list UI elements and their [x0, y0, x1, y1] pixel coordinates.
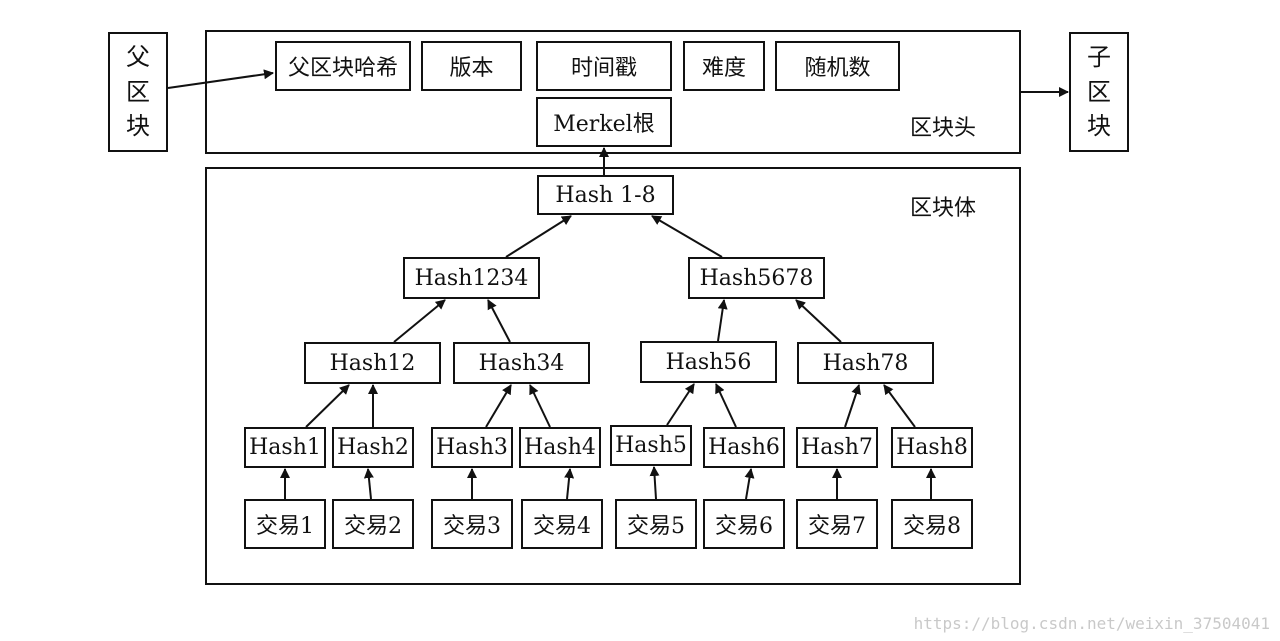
- parent-block-char: 块: [126, 112, 150, 141]
- hash-leaf: Hash3: [431, 427, 513, 468]
- block-header-frame: [205, 30, 1021, 154]
- timestamp-field: 时间戳: [536, 41, 672, 91]
- arrow: [717, 299, 728, 342]
- version-field: 版本: [421, 41, 522, 91]
- hash-leaf: Hash4: [519, 427, 601, 468]
- hash-leaf: Hash6: [703, 427, 785, 468]
- block-body-frame: [205, 167, 1021, 585]
- block-body-label: 区块体: [910, 196, 977, 221]
- hash-node-level3: Hash34: [453, 342, 590, 384]
- arrow: [795, 299, 842, 343]
- arrow: [715, 383, 737, 428]
- arrow: [649, 466, 660, 500]
- arrow: [744, 468, 755, 500]
- hash-leaf: Hash2: [332, 427, 414, 468]
- merkle-root-field: Merkel根: [536, 97, 672, 147]
- hash-node-level3: Hash12: [304, 342, 441, 384]
- arrow: [666, 383, 695, 426]
- arrow: [529, 384, 551, 428]
- hash-leaf: Hash5: [610, 425, 692, 466]
- arrow: [393, 299, 446, 343]
- hash-node-level3: Hash56: [640, 341, 777, 383]
- transaction: 交易5: [615, 499, 697, 549]
- transaction: 交易8: [891, 499, 973, 549]
- parent-block-char: 区: [126, 77, 150, 106]
- child-block: 子 区 块: [1069, 32, 1129, 152]
- prev-hash-field: 父区块哈希: [275, 41, 411, 91]
- arrow: [167, 69, 274, 89]
- transaction: 交易6: [703, 499, 785, 549]
- arrow: [844, 384, 861, 428]
- child-block-char: 块: [1087, 112, 1111, 141]
- child-block-char: 区: [1087, 77, 1111, 106]
- hash-node-level2: Hash5678: [688, 257, 825, 299]
- difficulty-field: 难度: [683, 41, 765, 91]
- arrow: [564, 468, 575, 500]
- hash-leaf: Hash7: [796, 427, 878, 468]
- arrow: [505, 215, 572, 258]
- arrow: [883, 384, 916, 428]
- hash-node-level2: Hash1234: [403, 257, 540, 299]
- transaction: 交易7: [796, 499, 878, 549]
- arrow: [487, 299, 511, 343]
- watermark: https://blog.csdn.net/weixin_37504041: [913, 614, 1270, 633]
- transaction: 交易3: [431, 499, 513, 549]
- hash-leaf: Hash1: [244, 427, 326, 468]
- arrow: [651, 215, 723, 258]
- arrow: [485, 384, 512, 428]
- block-header-label: 区块头: [910, 116, 977, 141]
- parent-block-char: 父: [126, 42, 150, 71]
- hash-node-level3: Hash78: [797, 342, 934, 384]
- hash-leaf: Hash8: [891, 427, 973, 468]
- arrow: [305, 384, 350, 428]
- child-block-char: 子: [1087, 42, 1111, 71]
- parent-block: 父 区 块: [108, 32, 168, 152]
- transaction: 交易1: [244, 499, 326, 549]
- arrow: [363, 468, 374, 500]
- transaction: 交易2: [332, 499, 414, 549]
- merkle-root-hash: Hash 1-8: [537, 175, 674, 215]
- transaction: 交易4: [521, 499, 603, 549]
- nonce-field: 随机数: [775, 41, 900, 91]
